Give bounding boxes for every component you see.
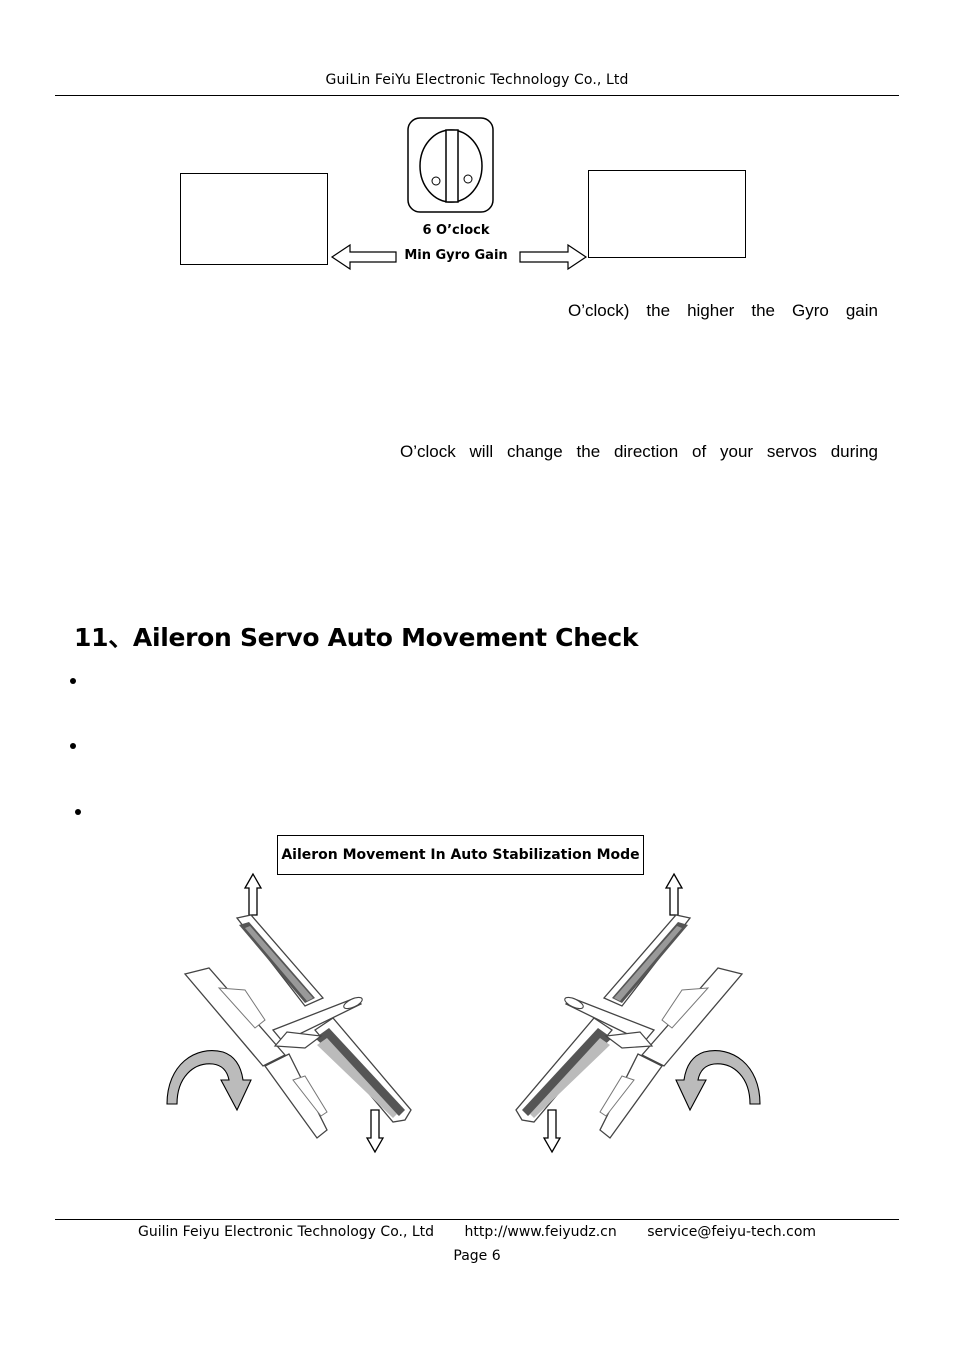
right-placeholder-box bbox=[588, 170, 746, 258]
dial-position-label: 6 O’clock bbox=[422, 223, 490, 238]
page-number: Page 6 bbox=[453, 1248, 501, 1264]
footer-website[interactable]: http://www.feiyudz.cn bbox=[464, 1224, 617, 1240]
direction-paragraph-fragment: O’clock will change the direction of you… bbox=[400, 442, 878, 461]
gain-dial-icon bbox=[407, 117, 494, 213]
footer-email[interactable]: service@feiyu-tech.com bbox=[647, 1224, 817, 1240]
left-placeholder-box bbox=[180, 173, 328, 265]
footer-company: Guilin Feiyu Electronic Technology Co., … bbox=[137, 1224, 435, 1240]
left-arrow-icon bbox=[330, 243, 397, 271]
bullet-point bbox=[70, 743, 76, 749]
footer-contact: Guilin Feiyu Electronic Technology Co., … bbox=[0, 1224, 954, 1240]
figure-caption: Aileron Movement In Auto Stabilization M… bbox=[277, 835, 644, 875]
bullet-point bbox=[70, 678, 76, 684]
footer-rule bbox=[55, 1219, 899, 1220]
bullet-point bbox=[75, 809, 81, 815]
page-header: GuiLin FeiYu Electronic Technology Co., … bbox=[325, 72, 629, 88]
airplane-roll-right-icon bbox=[515, 872, 761, 1154]
airplane-roll-left-icon bbox=[166, 872, 412, 1154]
header-rule bbox=[55, 95, 899, 96]
dial-gain-label: Min Gyro Gain bbox=[404, 248, 508, 263]
gain-paragraph-fragment: O’clock) the higher the Gyro gain bbox=[568, 301, 878, 320]
right-arrow-icon bbox=[519, 243, 588, 271]
section-title: 11、Aileron Servo Auto Movement Check bbox=[74, 623, 639, 652]
